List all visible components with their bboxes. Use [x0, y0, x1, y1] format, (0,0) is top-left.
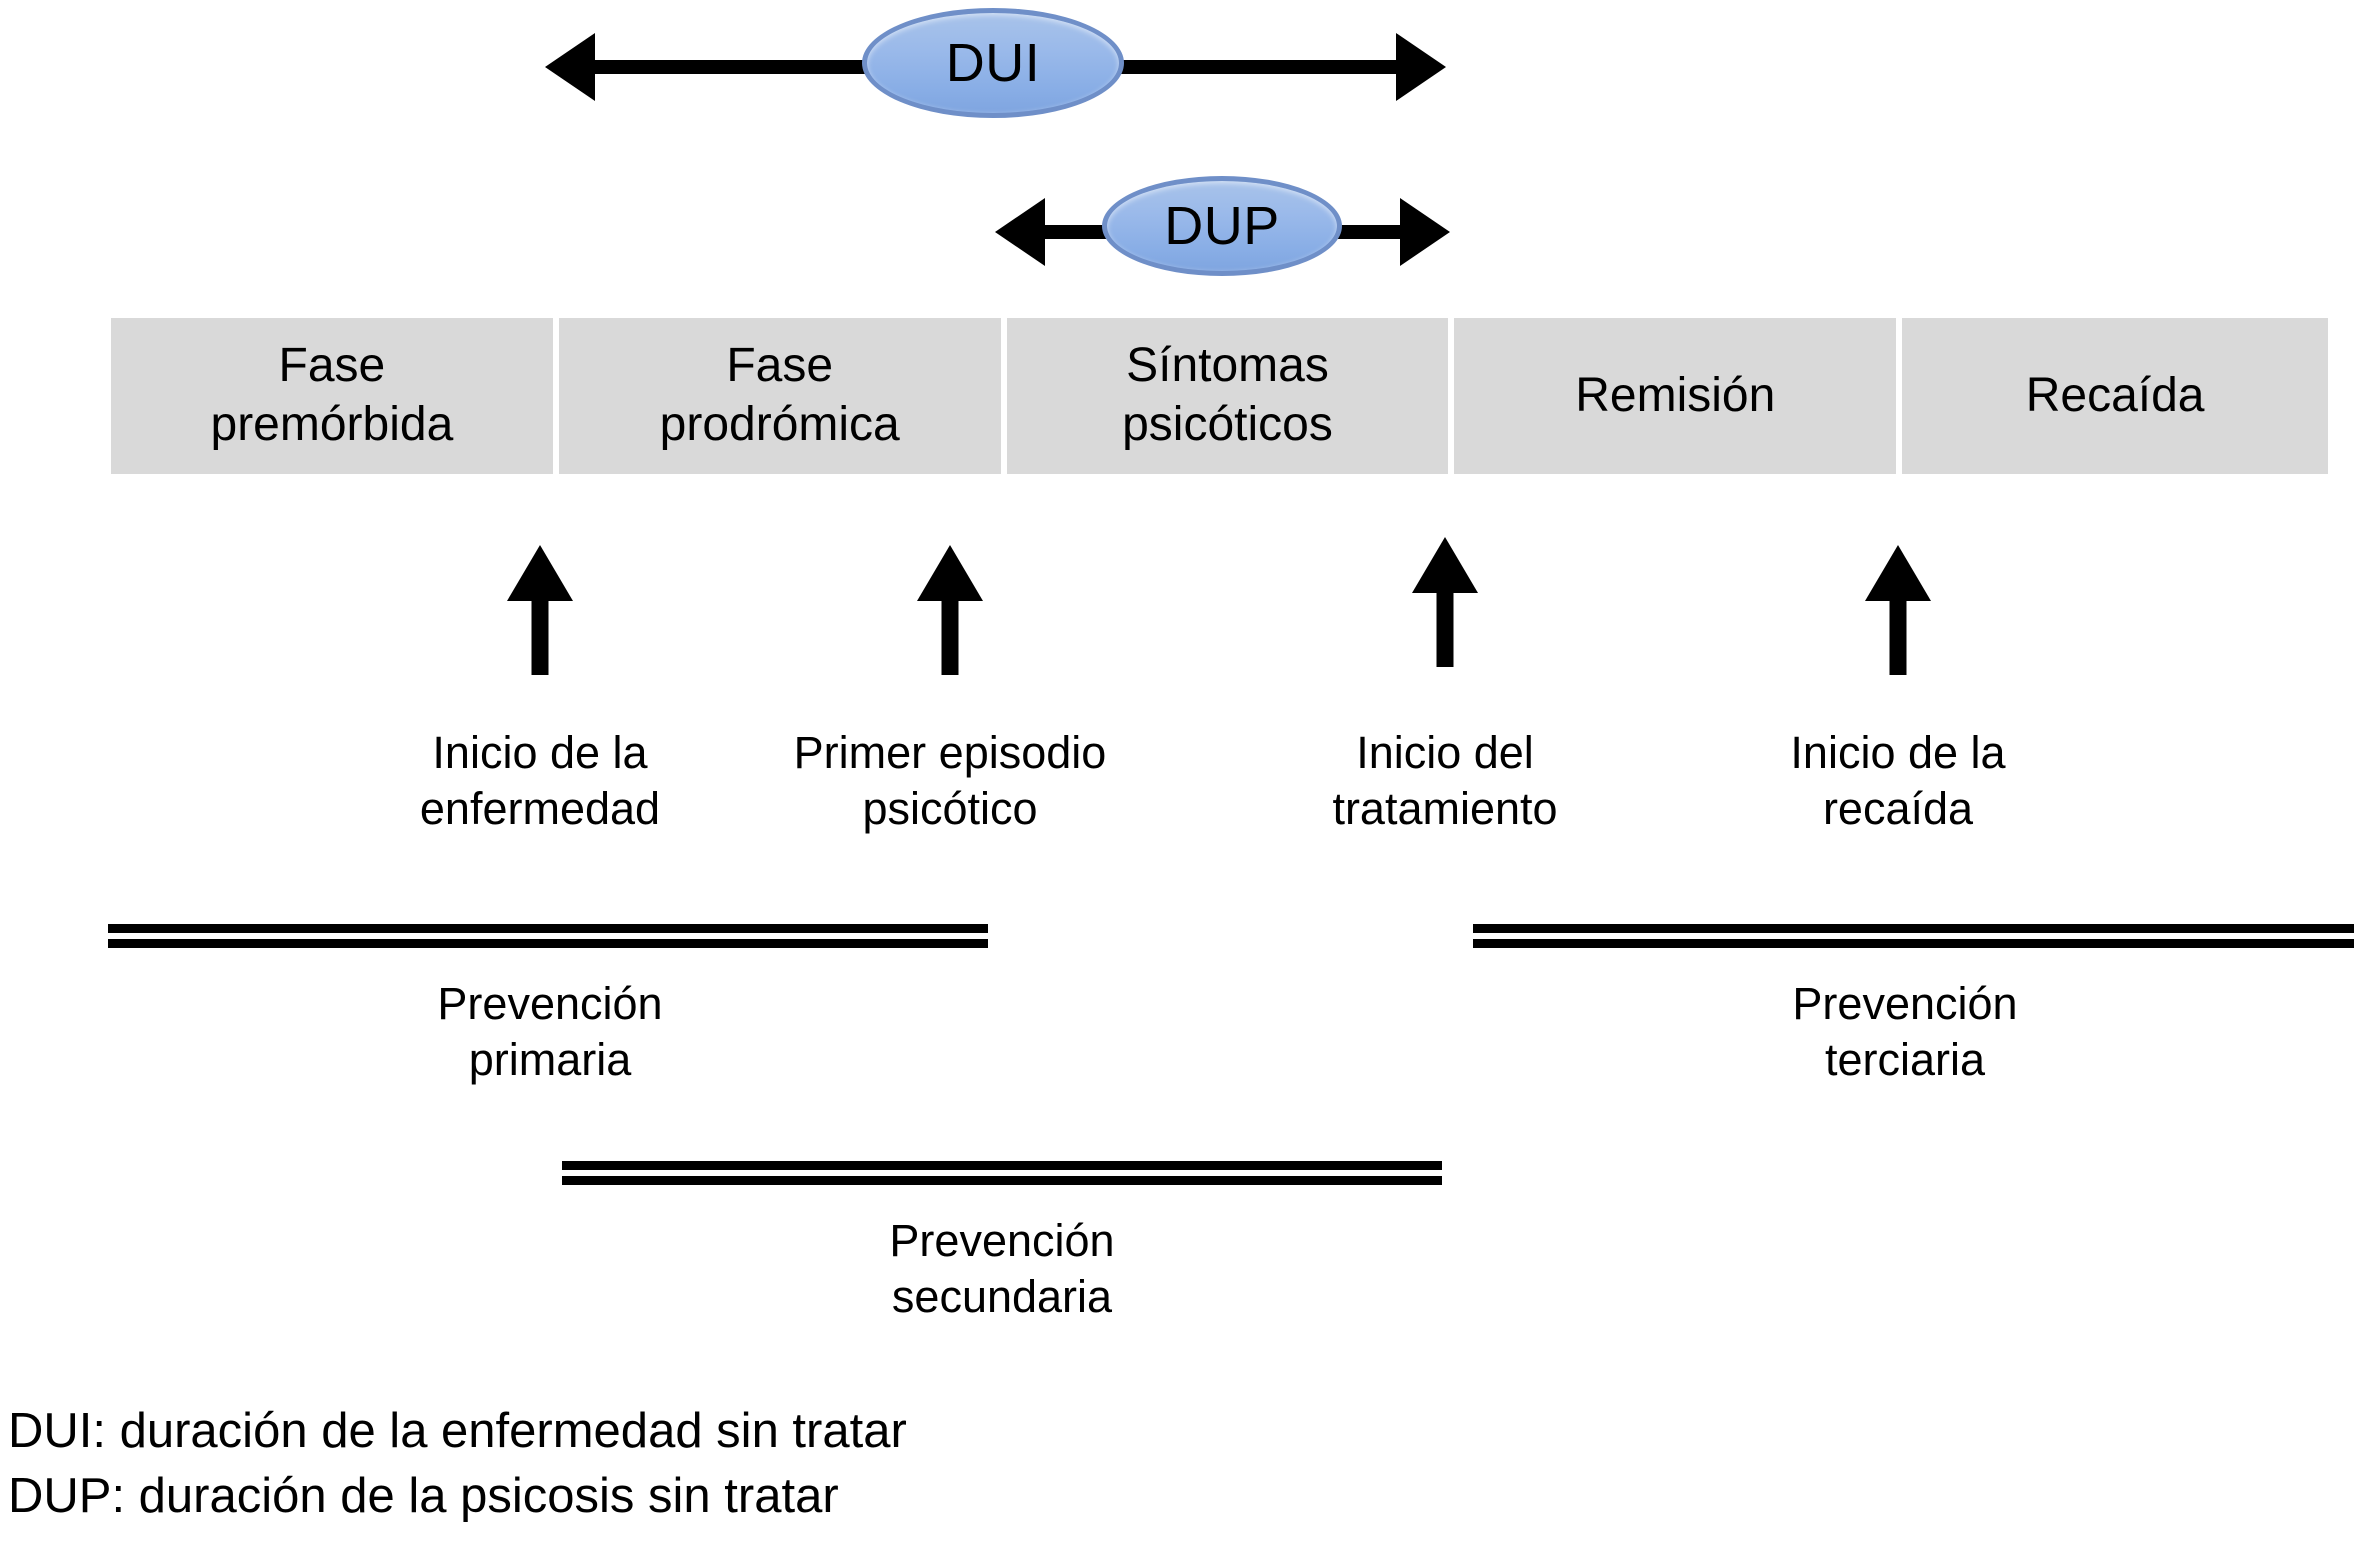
- dup-right-line: [1335, 225, 1405, 239]
- phase-box-sintomas-psicoticos[interactable]: Síntomas psicóticos: [1006, 318, 1449, 474]
- dup-ellipse: DUP: [1102, 176, 1342, 276]
- dui-span-row: DUI: [0, 0, 2354, 140]
- prevention-label-primaria: Prevención primaria: [437, 978, 663, 1086]
- dup-right-arrowhead-icon: [1400, 198, 1450, 266]
- dup-left-line: [1042, 225, 1117, 239]
- prevention-rule-terciaria: [1473, 924, 2354, 948]
- phase-box-premorbida[interactable]: Fase premórbida: [111, 318, 553, 474]
- prevention-rule-secundaria: [562, 1161, 1442, 1185]
- milestone-up-arrow-icon-3: [1412, 537, 1478, 667]
- milestone-up-arrow-icon-2: [917, 545, 983, 675]
- phase-box-prodromica[interactable]: Fase prodrómica: [558, 318, 1001, 474]
- dup-left-arrowhead-icon: [995, 198, 1045, 266]
- milestone-label-inicio-recaida: Inicio de la recaída: [1790, 727, 2006, 835]
- milestone-label-inicio-tratamiento: Inicio del tratamiento: [1332, 727, 1558, 835]
- milestone-label-inicio-enfermedad: Inicio de la enfermedad: [419, 727, 661, 835]
- milestone-label-primer-episodio: Primer episodio psicótico: [793, 727, 1107, 835]
- dui-right-arrowhead-icon: [1396, 33, 1446, 101]
- legend-line-dui: DUI: duración de la enfermedad sin trata…: [8, 1404, 907, 1458]
- dup-label: DUP: [1164, 196, 1280, 256]
- milestone-up-arrow-icon-4: [1865, 545, 1931, 675]
- dui-left-arrowhead-icon: [545, 33, 595, 101]
- prevention-rule-primaria: [108, 924, 988, 948]
- dui-left-line: [592, 60, 882, 74]
- phase-box-remision[interactable]: Remisión: [1454, 318, 1897, 474]
- milestone-up-arrow-icon-1: [507, 545, 573, 675]
- prevention-label-secundaria: Prevención secundaria: [889, 1215, 1115, 1323]
- dup-span-row: DUP: [0, 160, 2354, 290]
- dui-label: DUI: [945, 33, 1041, 93]
- dui-right-line: [1100, 60, 1400, 74]
- phase-box-recaida[interactable]: Recaída: [1902, 318, 2329, 474]
- prevention-label-terciaria: Prevención terciaria: [1792, 978, 2018, 1086]
- phase-strip: Fase premórbida Fase prodrómica Síntomas…: [111, 318, 2329, 474]
- dui-ellipse: DUI: [862, 8, 1124, 118]
- legend-line-dup: DUP: duración de la psicosis sin tratar: [8, 1469, 839, 1523]
